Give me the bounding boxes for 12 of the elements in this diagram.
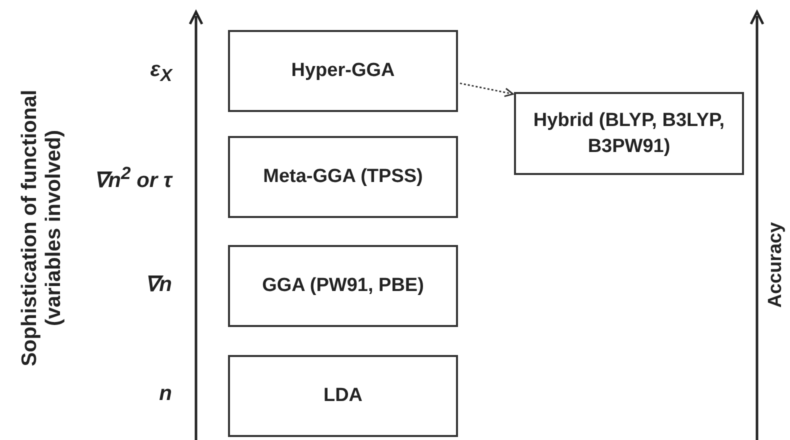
arrow bbox=[460, 82, 514, 98]
functional-box: Hyper-GGA bbox=[228, 30, 458, 112]
axis-title: Sophistication of functional (variables involved) bbox=[18, 88, 66, 368]
functional-box: Meta-GGA (TPSS) bbox=[228, 136, 458, 218]
variable-label: n bbox=[159, 382, 172, 406]
functional-box: LDA bbox=[228, 355, 458, 437]
functional-box: GGA (PW91, PBE) bbox=[228, 245, 458, 327]
variable-label: ∇n bbox=[145, 272, 172, 297]
axis-title: Accuracy bbox=[765, 221, 787, 310]
functional-box: Hybrid (BLYP, B3LYP, B3PW91) bbox=[514, 92, 744, 175]
variable-label: ∇n$^{2}$ or τ bbox=[94, 163, 172, 193]
variable-label: ε$_{X}$ bbox=[150, 58, 172, 86]
